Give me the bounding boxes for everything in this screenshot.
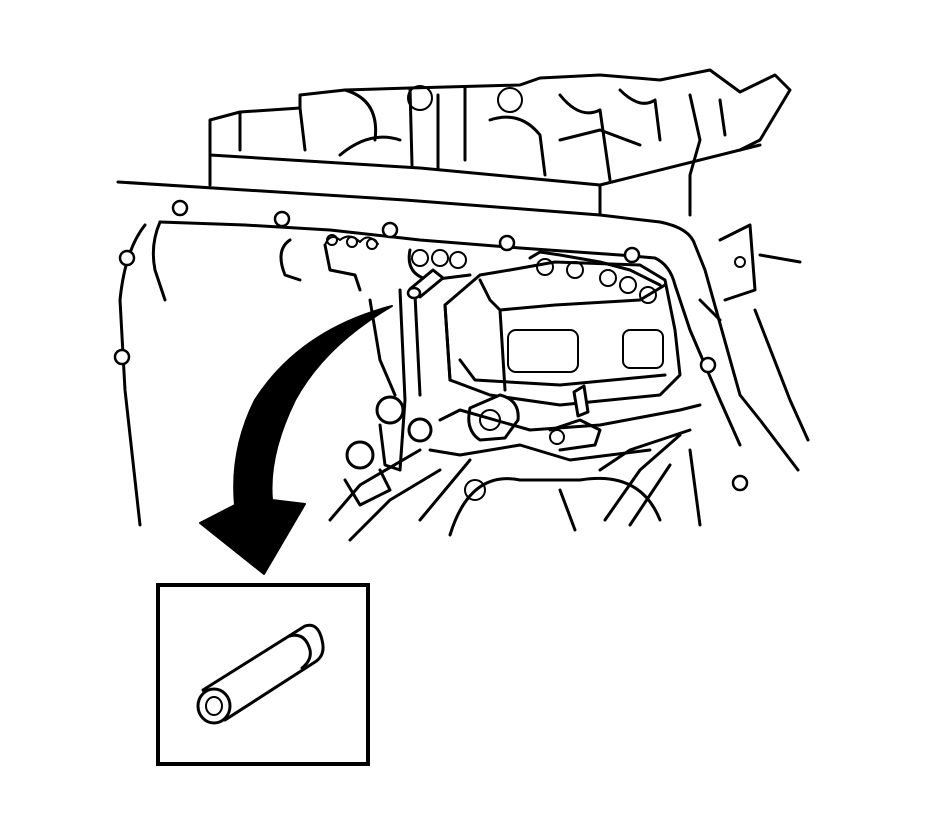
bolt-hole (699, 356, 717, 374)
bolt-hole (273, 210, 291, 228)
bolt-hole (118, 249, 136, 267)
bolt-hole (623, 246, 641, 264)
pin-installed (406, 268, 445, 300)
bolt-hole (498, 234, 516, 252)
bolt-hole (381, 221, 399, 239)
removal-arrow[interactable] (199, 305, 393, 575)
valve-body (279, 234, 702, 542)
upper-housing (208, 68, 792, 217)
bolt-holes (113, 199, 749, 492)
side-bracket (698, 223, 810, 442)
bolt-hole (731, 474, 749, 492)
bolt-hole (171, 199, 189, 217)
pin-icon (196, 623, 325, 725)
pin-callout-box (156, 583, 370, 766)
bolt-hole (113, 348, 131, 366)
